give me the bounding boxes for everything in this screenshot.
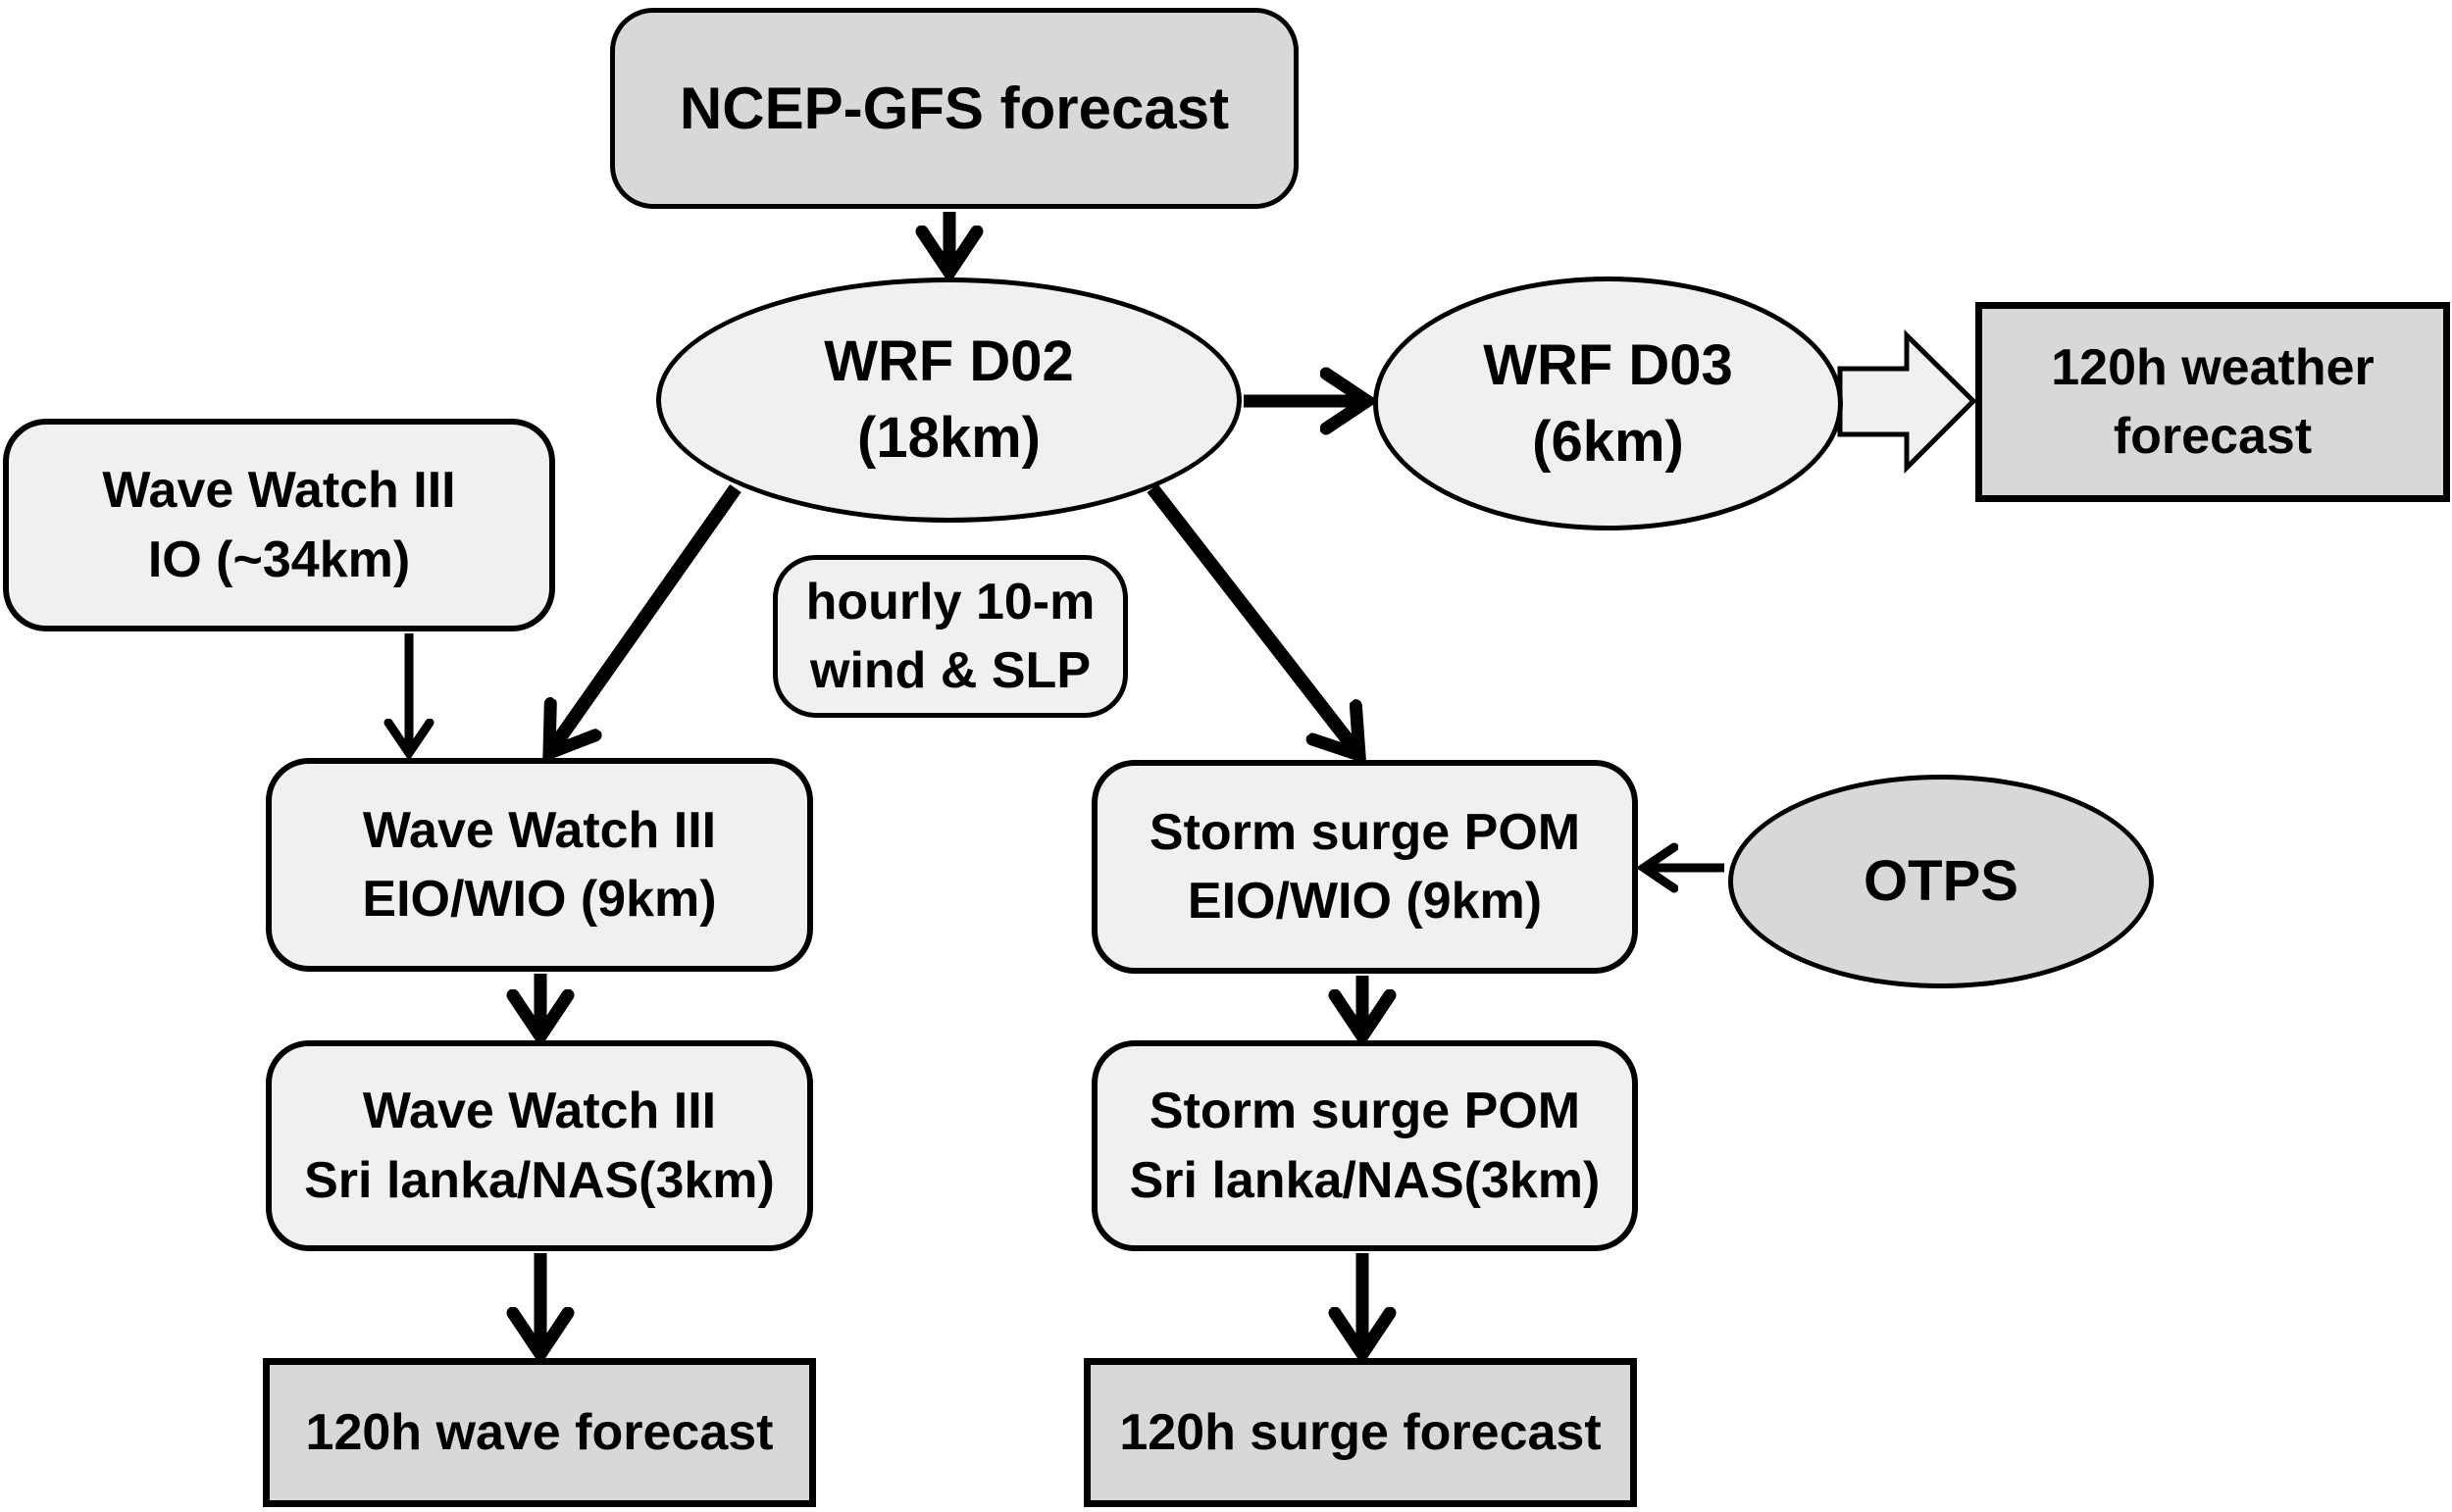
node-label-line2: forecast: [2113, 408, 2313, 465]
node-label: NCEP-GFS forecast: [679, 76, 1230, 141]
node-wave-watch-3-eio-wio: Wave Watch III EIO/WIO (9km): [266, 758, 813, 972]
node-label: 120h surge forecast: [1119, 1403, 1602, 1461]
node-label-line1: Storm surge POM: [1149, 803, 1581, 861]
node-label-line2: Sri lanka/NAS(3km): [304, 1151, 775, 1209]
node-label-line2: EIO/WIO (9km): [1187, 873, 1543, 930]
node-label-line1: hourly 10-m: [805, 573, 1096, 630]
arrow-wrf-d02-to-pom-eio: [1147, 483, 1359, 755]
node-storm-surge-pom-sri-lanka-nas: Storm surge POM Sri lanka/NAS(3km): [1092, 1040, 1638, 1251]
node-label-line1: Storm surge POM: [1149, 1083, 1581, 1140]
node-label-line2: Sri lanka/NAS(3km): [1129, 1151, 1601, 1209]
node-otps: OTPS: [1728, 775, 2154, 988]
node-label-line2: wind & SLP: [810, 642, 1091, 699]
node-wrf-d02: WRF D02 (18km): [656, 277, 1242, 523]
node-label-line1: 120h weather: [2051, 338, 2375, 396]
node-label-line1: Wave Watch III: [362, 1083, 717, 1140]
node-label-line2: EIO/WIO (9km): [362, 871, 717, 928]
node-wave-watch-3-sri-lanka-nas: Wave Watch III Sri lanka/NAS(3km): [266, 1040, 813, 1251]
node-hourly-10m-wind-slp: hourly 10-m wind & SLP: [773, 555, 1128, 718]
node-label-line1: Wave Watch III: [102, 462, 456, 520]
node-label: OTPS: [1864, 848, 2018, 913]
node-120h-wave-forecast: 120h wave forecast: [263, 1358, 816, 1507]
node-storm-surge-pom-eio-wio: Storm surge POM EIO/WIO (9km): [1092, 760, 1638, 974]
node-label-line2: (6km): [1532, 409, 1684, 474]
node-wrf-d03: WRF D03 (6km): [1373, 277, 1843, 530]
node-label-line1: WRF D02: [824, 329, 1074, 394]
node-wave-watch-3-io: Wave Watch III IO (~34km): [3, 419, 555, 631]
node-label-line1: Wave Watch III: [362, 801, 717, 859]
node-label-line2: IO (~34km): [147, 530, 411, 588]
node-label: 120h wave forecast: [305, 1403, 774, 1461]
node-120h-weather-forecast: 120h weather forecast: [1975, 302, 2450, 502]
node-label-line1: WRF D03: [1483, 332, 1733, 397]
node-120h-surge-forecast: 120h surge forecast: [1084, 1358, 1637, 1507]
node-label-line2: (18km): [857, 406, 1041, 470]
block-arrow-wrf-d03-to-weather-forecast: [1837, 329, 1977, 475]
arrow-wrf-d02-to-ww3-eio: [549, 483, 741, 753]
node-ncep-gfs-forecast: NCEP-GFS forecast: [610, 8, 1299, 209]
